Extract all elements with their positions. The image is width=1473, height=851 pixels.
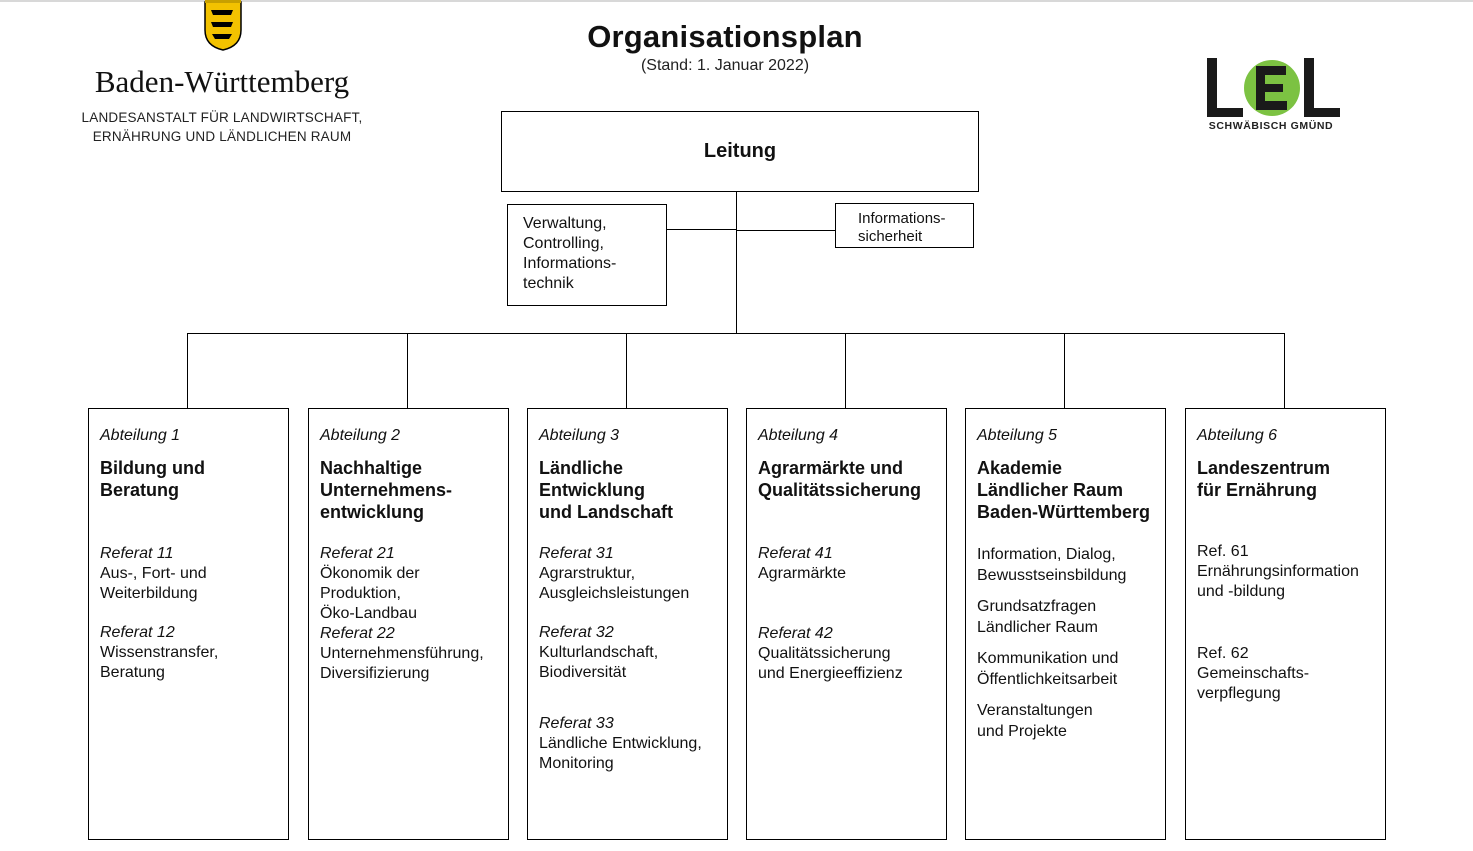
coat-of-arms-icon (203, 0, 243, 52)
department-box-2: Abteilung 2 Nachhaltige Unternehmens- en… (308, 408, 509, 840)
drop-line-3 (626, 333, 627, 408)
department-title: Landeszentrum für Ernährung (1197, 458, 1331, 500)
referat-text: Ernährungsinformation und -bildung (1197, 563, 1359, 600)
verwaltung-box: Verwaltung, Controlling, Informations- t… (507, 204, 667, 306)
referat: Referat 22 Unternehmensführung, Diversif… (320, 624, 497, 684)
referat-text: Gemeinschafts- verpflegung (1197, 665, 1310, 702)
department-label: Abteilung 4 (758, 427, 839, 444)
department-box-6: Abteilung 6 Landeszentrum für Ernährung … (1185, 408, 1386, 840)
drop-line-6 (1284, 333, 1285, 408)
referat-text: Kulturlandschaft, Biodiversität (539, 644, 659, 681)
department-label: Abteilung 5 (977, 427, 1058, 444)
referat: Referat 11 Aus-, Fort- und Weiterbildung (100, 544, 277, 604)
institution-line-1: LANDESANSTALT FÜR LANDWIRTSCHAFT, (81, 110, 363, 125)
department-label: Abteilung 2 (320, 427, 401, 444)
department-title: Akademie Ländlicher Raum Baden-Württembe… (977, 458, 1151, 522)
trunk-line (736, 191, 737, 333)
referat: Referat 32 Kulturlandschaft, Biodiversit… (539, 623, 716, 683)
connector-infosicherheit (736, 230, 836, 231)
top-border (0, 0, 1473, 2)
referat-label: Referat 21 (320, 545, 395, 562)
akademie-item: Kommunikation und Öffentlichkeitsarbeit (977, 650, 1119, 688)
referat-label: Referat 42 (758, 625, 833, 642)
referat-text: Ökonomik der Produktion, Öko-Landbau (320, 565, 420, 622)
akademie-item: Grundsatzfragen Ländlicher Raum (977, 598, 1098, 636)
akademie-item: Veranstaltungen und Projekte (977, 702, 1093, 740)
institution-name: LANDESANSTALT FÜR LANDWIRTSCHAFT, ERNÄHR… (62, 108, 382, 146)
department-title: Agrarmärkte und Qualitätssicherung (758, 458, 922, 500)
department-box-5: Abteilung 5 Akademie Ländlicher Raum Bad… (965, 408, 1166, 840)
referat-text: Unternehmensführung, Diversifizierung (320, 645, 484, 682)
lel-logo-subtitle: SCHWÄBISCH GMÜND (1208, 120, 1334, 132)
referat: Referat 12 Wissenstransfer, Beratung (100, 623, 277, 683)
department-title: Nachhaltige Unternehmens- entwicklung (320, 458, 453, 522)
department-box-4: Abteilung 4 Agrarmärkte und Qualitätssic… (746, 408, 947, 840)
referat: Ref. 62 Gemeinschafts- verpflegung (1197, 644, 1374, 704)
institution-line-2: ERNÄHRUNG UND LÄNDLICHEN RAUM (92, 129, 352, 144)
lel-logo (1200, 52, 1350, 132)
referat-text: Aus-, Fort- und Weiterbildung (100, 565, 207, 602)
referat-label: Referat 31 (539, 545, 614, 562)
leitung-box: Leitung (501, 111, 979, 192)
referat: Referat 31 Agrarstruktur, Ausgleichsleis… (539, 544, 716, 604)
referat-text: Ländliche Entwicklung, Monitoring (539, 735, 702, 772)
page-subtitle: (Stand: 1. Januar 2022) (640, 57, 810, 74)
referat-label: Referat 41 (758, 545, 833, 562)
referat-label: Referat 33 (539, 715, 614, 732)
department-title: Ländliche Entwicklung und Landschaft (539, 458, 673, 522)
referat-text: Wissenstransfer, Beratung (100, 644, 219, 681)
referat: Referat 41 Agrarmärkte (758, 544, 935, 584)
referat-label: Referat 22 (320, 625, 395, 642)
leitung-label: Leitung (703, 140, 777, 162)
referat-text: Agrarmärkte (758, 565, 847, 582)
referat: Ref. 61 Ernährungsinformation und -bildu… (1197, 542, 1374, 602)
drop-line-4 (845, 333, 846, 408)
department-bus-line (187, 333, 1285, 334)
department-label: Abteilung 6 (1197, 427, 1278, 444)
referat-label: Ref. 62 (1197, 645, 1249, 662)
referat: Referat 42 Qualitätssicherung und Energi… (758, 624, 935, 684)
connector-verwaltung (666, 229, 736, 230)
referat-label: Referat 32 (539, 624, 614, 641)
referat: Referat 21 Ökonomik der Produktion, Öko-… (320, 544, 497, 624)
referat-label: Referat 12 (100, 624, 175, 641)
referat-text: Agrarstruktur, Ausgleichsleistungen (539, 565, 690, 602)
department-box-3: Abteilung 3 Ländliche Entwicklung und La… (527, 408, 728, 840)
referat-text: Qualitätssicherung und Energieeffizienz (758, 645, 903, 682)
drop-line-1 (187, 333, 188, 408)
department-box-1: Abteilung 1 Bildung und Beratung Referat… (88, 408, 289, 840)
akademie-item: Information, Dialog, Bewusstseinsbildung (977, 546, 1127, 584)
referat-label: Referat 11 (100, 545, 174, 562)
referat: Referat 33 Ländliche Entwicklung, Monito… (539, 714, 716, 774)
department-title: Bildung und Beratung (100, 458, 205, 500)
department-label: Abteilung 3 (539, 427, 620, 444)
page-title: Organisationsplan (587, 19, 863, 54)
referat-label: Ref. 61 (1197, 543, 1249, 560)
informationssicherheit-box: Informations- sicherheit (835, 203, 974, 248)
state-name: Baden-Württemberg (94, 64, 350, 99)
akademie-items: Information, Dialog, Bewusstseinsbildung… (977, 544, 1154, 742)
drop-line-5 (1064, 333, 1065, 408)
department-label: Abteilung 1 (100, 427, 181, 444)
drop-line-2 (407, 333, 408, 408)
